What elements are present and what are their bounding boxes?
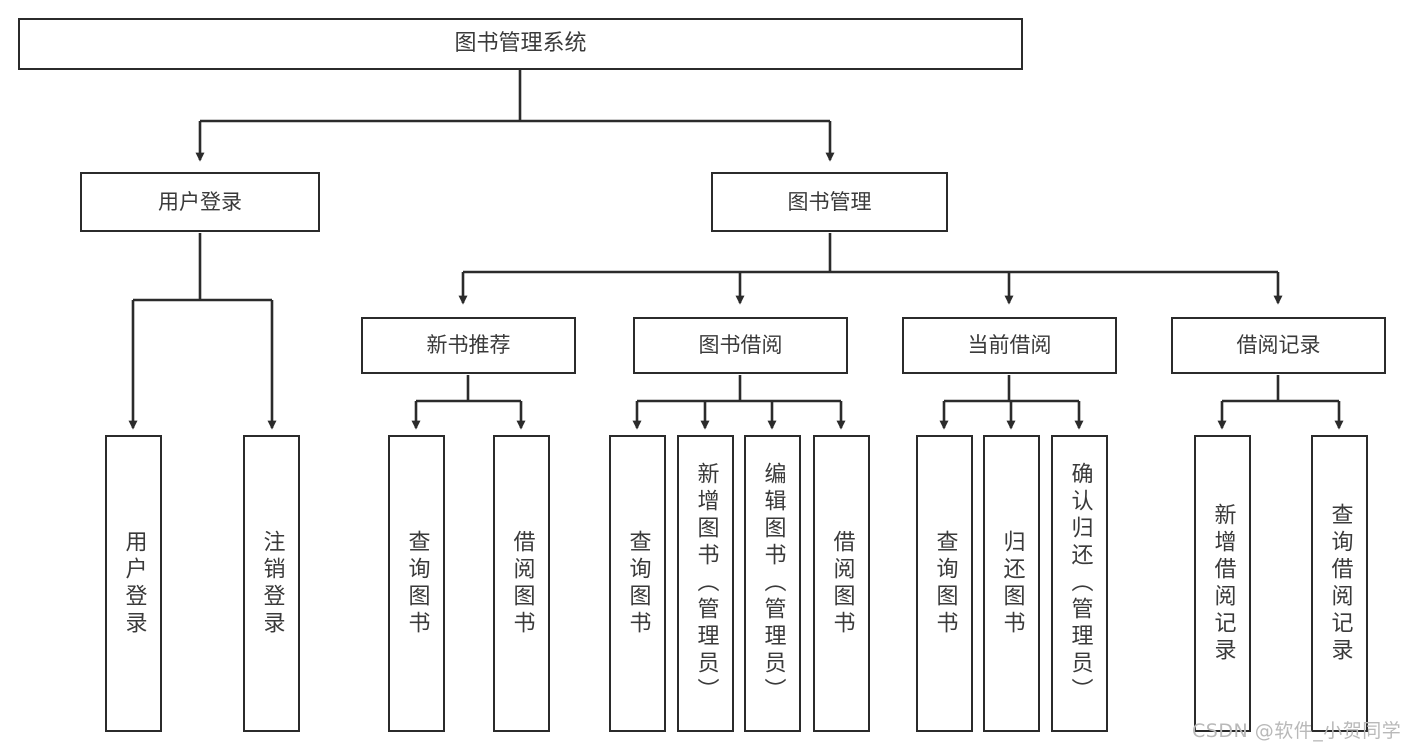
leaf-query-borrow-record[interactable]: 查询借阅记录 xyxy=(1311,435,1368,732)
leaf-query-book-borrowing[interactable]: 查询图书 xyxy=(609,435,666,732)
node-root-label: 图书管理系统 xyxy=(454,31,587,57)
node-new-book-recommendation-label: 新书推荐 xyxy=(426,333,511,358)
leaf-edit-book-admin[interactable]: 编辑图书（管理员） xyxy=(744,435,801,732)
leaf-add-book-admin-label: 新增图书（管理员） xyxy=(693,462,719,705)
leaf-logout[interactable]: 注销登录 xyxy=(243,435,300,732)
leaf-borrow-book-recommendation[interactable]: 借阅图书 xyxy=(493,435,550,732)
leaf-borrow-book-borrowing[interactable]: 借阅图书 xyxy=(813,435,870,732)
leaf-add-borrow-record-label: 新增借阅记录 xyxy=(1210,502,1236,665)
leaf-query-book-borrowing-label: 查询图书 xyxy=(625,529,651,638)
node-current-borrowing-label: 当前借阅 xyxy=(967,333,1052,358)
leaf-return-book-label: 归还图书 xyxy=(999,529,1025,638)
leaf-edit-book-admin-label: 编辑图书（管理员） xyxy=(760,462,786,705)
leaf-confirm-return-admin-label: 确认归还（管理员） xyxy=(1067,462,1093,705)
leaf-confirm-return-admin[interactable]: 确认归还（管理员） xyxy=(1051,435,1108,732)
node-book-management-label: 图书管理 xyxy=(787,189,872,214)
leaf-query-book-recommendation-label: 查询图书 xyxy=(404,529,430,638)
node-user-login-label: 用户登录 xyxy=(158,189,242,214)
leaf-borrow-book-recommendation-label: 借阅图书 xyxy=(509,529,535,638)
node-new-book-recommendation[interactable]: 新书推荐 xyxy=(361,317,576,374)
leaf-borrow-book-borrowing-label: 借阅图书 xyxy=(829,529,855,638)
node-borrow-records[interactable]: 借阅记录 xyxy=(1171,317,1386,374)
watermark: CSDN @软件_小贺同学 xyxy=(1192,720,1402,742)
leaf-add-borrow-record[interactable]: 新增借阅记录 xyxy=(1194,435,1251,732)
node-book-management[interactable]: 图书管理 xyxy=(711,172,948,232)
leaf-query-book-current-label: 查询图书 xyxy=(932,529,958,638)
leaf-return-book[interactable]: 归还图书 xyxy=(983,435,1040,732)
node-book-borrowing-label: 图书借阅 xyxy=(698,333,783,358)
node-root[interactable]: 图书管理系统 xyxy=(18,18,1023,70)
node-current-borrowing[interactable]: 当前借阅 xyxy=(902,317,1117,374)
leaf-user-login[interactable]: 用户登录 xyxy=(105,435,162,732)
leaf-query-book-recommendation[interactable]: 查询图书 xyxy=(388,435,445,732)
leaf-logout-label: 注销登录 xyxy=(259,529,285,638)
leaf-query-borrow-record-label: 查询借阅记录 xyxy=(1327,502,1353,665)
node-user-login[interactable]: 用户登录 xyxy=(80,172,320,232)
leaf-query-book-current[interactable]: 查询图书 xyxy=(916,435,973,732)
leaf-add-book-admin[interactable]: 新增图书（管理员） xyxy=(677,435,734,732)
leaf-user-login-label: 用户登录 xyxy=(121,529,147,638)
node-borrow-records-label: 借阅记录 xyxy=(1236,333,1321,358)
node-book-borrowing[interactable]: 图书借阅 xyxy=(633,317,848,374)
